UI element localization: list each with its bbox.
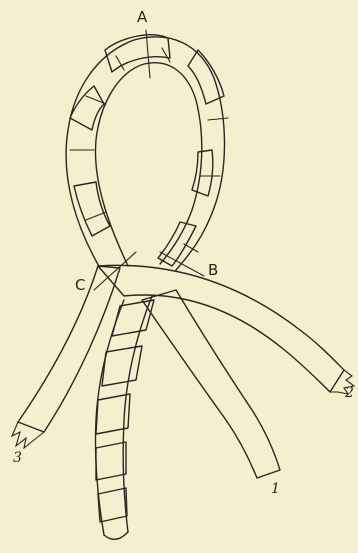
label-strand-2: 2 — [344, 385, 354, 401]
label-strand-3: 3 — [13, 450, 22, 466]
label-b: B — [208, 261, 218, 279]
strap-3-2 — [12, 265, 354, 448]
rope-lower — [95, 296, 154, 539]
label-a: A — [137, 8, 148, 26]
label-strand-1: 1 — [271, 481, 280, 497]
strand-1-strap — [142, 290, 280, 478]
label-c: C — [75, 276, 85, 294]
rope-loop — [66, 35, 228, 270]
